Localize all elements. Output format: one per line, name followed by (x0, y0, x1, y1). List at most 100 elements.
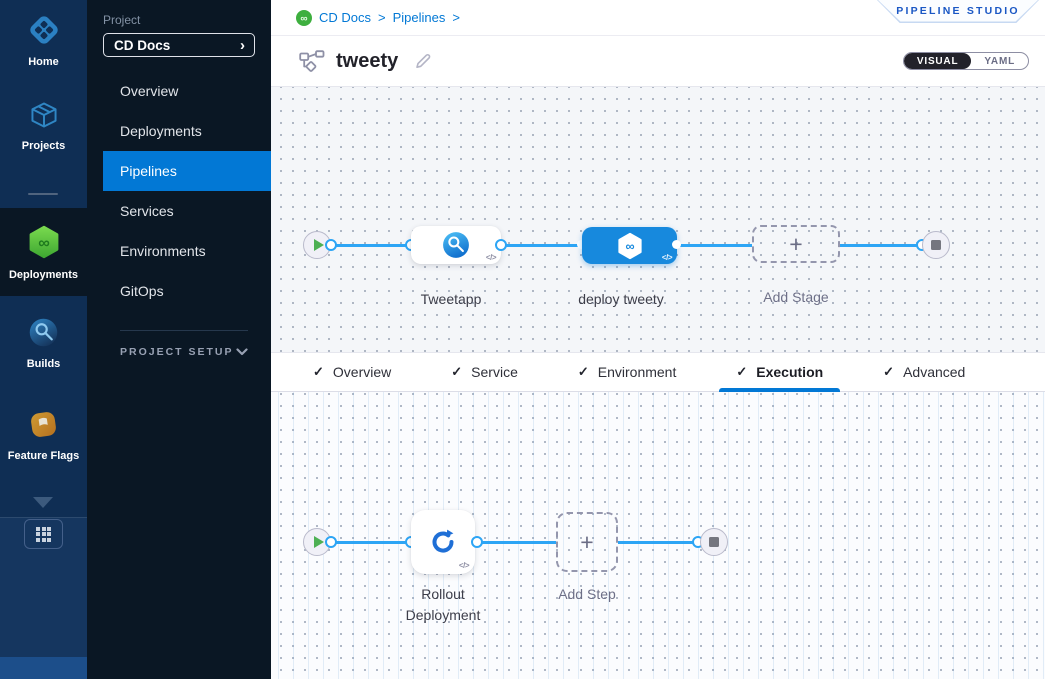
edge (840, 244, 922, 247)
nav-item-gitops[interactable]: GitOps (120, 283, 164, 299)
check-icon: ✓ (451, 364, 463, 379)
project-setup-label: PROJECT SETUP (120, 346, 234, 358)
rail-label-home: Home (28, 56, 59, 68)
rail-label-projects: Projects (21, 140, 66, 152)
play-icon (313, 239, 324, 251)
check-icon: ✓ (736, 364, 748, 379)
rail-label-deployments: Deployments (8, 269, 79, 281)
rail-divider (28, 193, 58, 195)
stage-canvas[interactable]: </> Tweetapp ∞ </> deploy tweety + (271, 87, 1045, 352)
module-grid-button[interactable] (24, 519, 63, 549)
feature-flags-icon (31, 412, 56, 437)
nav-item-pipelines[interactable]: Pipelines (103, 151, 271, 191)
stage-label: Tweetapp (420, 291, 482, 307)
tab-execution[interactable]: ✓ Execution (719, 353, 840, 392)
pipeline-studio-badge: PIPELINE STUDIO (877, 0, 1039, 23)
code-icon[interactable]: </> (661, 253, 673, 262)
add-step-label: Add Step (558, 586, 616, 602)
nav-item-overview[interactable]: Overview (120, 83, 179, 99)
svg-text:∞: ∞ (625, 238, 634, 253)
nav-item-environments[interactable]: Environments (120, 243, 206, 259)
tab-overview[interactable]: ✓ Overview (313, 364, 392, 380)
breadcrumb-link-project[interactable]: CD Docs (319, 10, 372, 25)
add-stage-button[interactable]: + (752, 225, 840, 263)
connector-port (325, 536, 337, 548)
tab-advanced[interactable]: ✓ Advanced (883, 364, 966, 380)
project-nav-panel: Project CD Docs › Overview Deployments P… (87, 0, 271, 679)
connector-port (577, 240, 586, 249)
main-area: PIPELINE STUDIO ∞ CD Docs > Pipelines > (271, 0, 1045, 679)
visual-yaml-toggle: VISUAL YAML (902, 52, 1029, 70)
tab-service[interactable]: ✓ Service (451, 364, 518, 380)
rolling-deploy-icon (428, 527, 458, 557)
execution-end-node (700, 528, 728, 556)
edit-pencil-icon[interactable] (414, 52, 432, 70)
nav-item-deployments[interactable]: Deployments (120, 123, 202, 139)
toggle-yaml[interactable]: YAML (984, 55, 1015, 67)
play-icon (313, 536, 324, 548)
check-icon: ✓ (577, 364, 589, 379)
stage-node-tweetapp[interactable]: </> (411, 226, 501, 264)
connector-port (471, 536, 483, 548)
pipeline-name: tweety (336, 49, 399, 72)
stop-icon (709, 537, 719, 547)
add-stage-label: Add Stage (763, 289, 829, 305)
harness-home-icon (29, 16, 58, 44)
code-icon[interactable]: </> (485, 253, 497, 262)
project-setup-toggle[interactable]: PROJECT SETUP (120, 346, 248, 358)
cd-stage-icon: ∞ (615, 231, 645, 261)
rail-item-projects[interactable]: Projects (0, 99, 87, 152)
step-label: Rollout Deployment (405, 586, 481, 623)
edge (677, 244, 752, 247)
execution-canvas[interactable]: </> Rollout Deployment + Add Step (271, 392, 1045, 679)
rail-label-feature-flags: Feature Flags (7, 450, 80, 462)
plus-icon: + (789, 230, 803, 257)
code-icon[interactable]: </> (458, 561, 470, 570)
rail-item-home[interactable]: Home (0, 13, 87, 68)
stage-label: deploy tweety (578, 291, 664, 307)
breadcrumb-link-pipelines[interactable]: Pipelines (392, 10, 446, 25)
divider (120, 330, 248, 331)
rail-bottom-strip (0, 657, 87, 679)
plus-icon: + (580, 528, 594, 555)
connector-port (495, 239, 507, 251)
grid-icon (36, 526, 51, 542)
deployments-cd-icon: ∞ (29, 225, 58, 259)
project-selector-value: CD Docs (114, 37, 171, 53)
projects-cube-icon (30, 102, 57, 128)
step-node-rollout-deployment[interactable]: </> (411, 510, 475, 574)
rail-more-chevron-down-icon[interactable] (33, 497, 53, 508)
tab-environment[interactable]: ✓ Environment (577, 364, 677, 380)
edge (501, 244, 582, 247)
pipeline-flowchart-icon (299, 50, 325, 72)
module-rail: Home Projects ∞ Deployments (0, 0, 87, 679)
breadcrumb-separator: > (378, 10, 386, 25)
rail-item-deployments[interactable]: ∞ Deployments (0, 208, 87, 296)
cd-module-icon: ∞ (296, 9, 312, 26)
connector-port (325, 239, 337, 251)
rail-item-feature-flags[interactable]: Feature Flags (0, 408, 87, 462)
stage-node-deploy-tweety[interactable]: ∞ </> (582, 227, 677, 264)
ci-stage-icon (441, 230, 472, 261)
project-nav-list: Overview Deployments Pipelines Services … (87, 71, 271, 311)
edge (331, 541, 411, 544)
svg-text:∞: ∞ (38, 234, 50, 252)
connector-port (672, 240, 681, 249)
builds-ci-icon (29, 318, 58, 347)
edge (618, 541, 698, 544)
breadcrumb-separator: > (452, 10, 460, 25)
chevron-down-icon (236, 348, 248, 356)
add-step-button[interactable]: + (556, 512, 618, 572)
edge (331, 244, 411, 247)
toggle-visual[interactable]: VISUAL (903, 53, 972, 69)
pipeline-title-bar: tweety VISUAL YAML (271, 36, 1045, 87)
check-icon: ✓ (313, 364, 324, 379)
chevron-right-icon: › (240, 36, 245, 54)
rail-item-builds[interactable]: Builds (0, 316, 87, 370)
pipeline-end-node (922, 231, 950, 259)
stop-icon (931, 240, 941, 250)
rail-label-builds: Builds (26, 358, 61, 370)
project-selector[interactable]: CD Docs › (103, 33, 255, 57)
nav-item-services[interactable]: Services (120, 203, 174, 219)
